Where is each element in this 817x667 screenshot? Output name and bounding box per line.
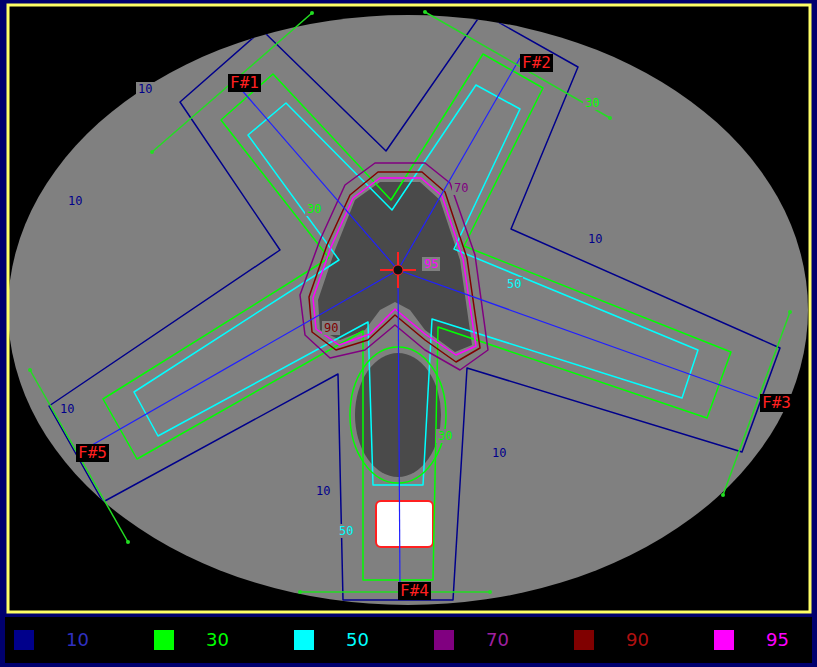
spinal-cord [355, 353, 441, 477]
isodose-label: 10 [66, 194, 84, 208]
legend-swatch [574, 630, 594, 650]
isodose-label: 10 [490, 446, 508, 460]
isodose-10 [49, 13, 780, 600]
isodose-95 [313, 178, 476, 355]
body-outline [8, 15, 808, 605]
isodose-30 [103, 54, 731, 580]
target-volume [318, 182, 472, 352]
field-label: F#1 [228, 74, 261, 92]
isocenter [380, 252, 416, 288]
isodose-label: 10 [136, 82, 154, 96]
legend-text: 10 [66, 631, 89, 649]
field-label: F#5 [76, 444, 109, 462]
isodose-label: 10 [314, 484, 332, 498]
isodose-label: 10 [586, 232, 604, 246]
legend-text: 30 [206, 631, 229, 649]
legend-text: 50 [346, 631, 369, 649]
isodose-label: 50 [505, 277, 523, 291]
isodose-label: 10 [58, 402, 76, 416]
legend-swatch [434, 630, 454, 650]
isodose-50 [134, 85, 698, 485]
isodose-label: 90 [322, 321, 340, 335]
legend-swatch [714, 630, 734, 650]
beam-axes [80, 58, 762, 590]
isodose-label: 70 [452, 181, 470, 195]
legend-text: 70 [486, 631, 509, 649]
legend-text: 90 [626, 631, 649, 649]
legend-swatch [294, 630, 314, 650]
field-label: F#2 [520, 54, 553, 72]
isodose-90 [309, 172, 480, 362]
isodose-label: 30 [436, 429, 454, 443]
isodose-label: 95 [422, 257, 440, 271]
isodose-70 [300, 163, 488, 370]
isodose-label: 30 [305, 202, 323, 216]
legend-text: 95 [766, 631, 789, 649]
field-label: F#4 [398, 582, 431, 600]
frame [8, 5, 810, 612]
field-edge-dots [28, 10, 792, 594]
field-label: F#3 [760, 394, 793, 412]
legend-swatch [154, 630, 174, 650]
legend-swatch [14, 630, 34, 650]
isodose-label: 30 [583, 96, 601, 110]
white-structure [376, 501, 433, 547]
isodose-30-cord [350, 347, 446, 483]
field-edges [30, 12, 790, 592]
isodose-label: 50 [337, 524, 355, 538]
